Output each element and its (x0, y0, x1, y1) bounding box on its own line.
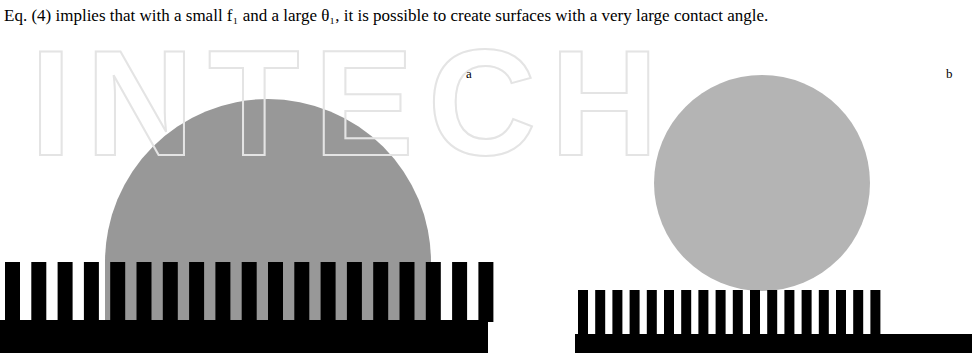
panel-letter: b (946, 66, 953, 82)
surface-pillar (400, 262, 415, 322)
surface-pillar (767, 290, 777, 336)
surface-pillar (347, 262, 362, 322)
surface-pillar (373, 262, 388, 322)
surface-pillar (478, 262, 493, 322)
surface-pillar (294, 262, 309, 322)
surface-pillar (612, 290, 622, 336)
surface-pillar (321, 262, 336, 322)
surface-pillar (268, 262, 283, 322)
surface-pillar (664, 290, 674, 336)
beaded-droplet (654, 75, 870, 291)
surface-pillar (578, 290, 588, 336)
surface-pillar (716, 290, 726, 336)
substrate-base (575, 334, 972, 353)
surface-pillar (58, 262, 73, 322)
surface-pillar (681, 290, 691, 336)
surface-pillar (242, 262, 257, 322)
surface-pillar (630, 290, 640, 336)
surface-pillar (819, 290, 829, 336)
surface-pillar (5, 262, 20, 322)
surface-pillar (163, 262, 178, 322)
panel-letter: a (466, 66, 472, 82)
surface-pillar (452, 262, 467, 322)
surface-pillar (733, 290, 743, 336)
surface-pillar (31, 262, 46, 322)
surface-pillar (853, 290, 863, 336)
surface-pillar (784, 290, 794, 336)
surface-pillar (426, 262, 441, 322)
surface-pillar (836, 290, 846, 336)
surface-pillar (84, 262, 99, 322)
surface-pillar (215, 262, 230, 322)
surface-pillar (137, 262, 152, 322)
surface-pillar (647, 290, 657, 336)
surface-pillar (110, 262, 125, 322)
surface-pillar (189, 262, 204, 322)
surface-pillar (870, 290, 880, 336)
surface-pillar (698, 290, 708, 336)
surface-pillar (750, 290, 760, 336)
surface-pillar (595, 290, 605, 336)
substrate-base (0, 320, 488, 353)
body-text: Eq. (4) implies that with a small f₁ and… (4, 2, 966, 30)
surface-pillar (802, 290, 812, 336)
watermark: INTECH (30, 28, 672, 178)
